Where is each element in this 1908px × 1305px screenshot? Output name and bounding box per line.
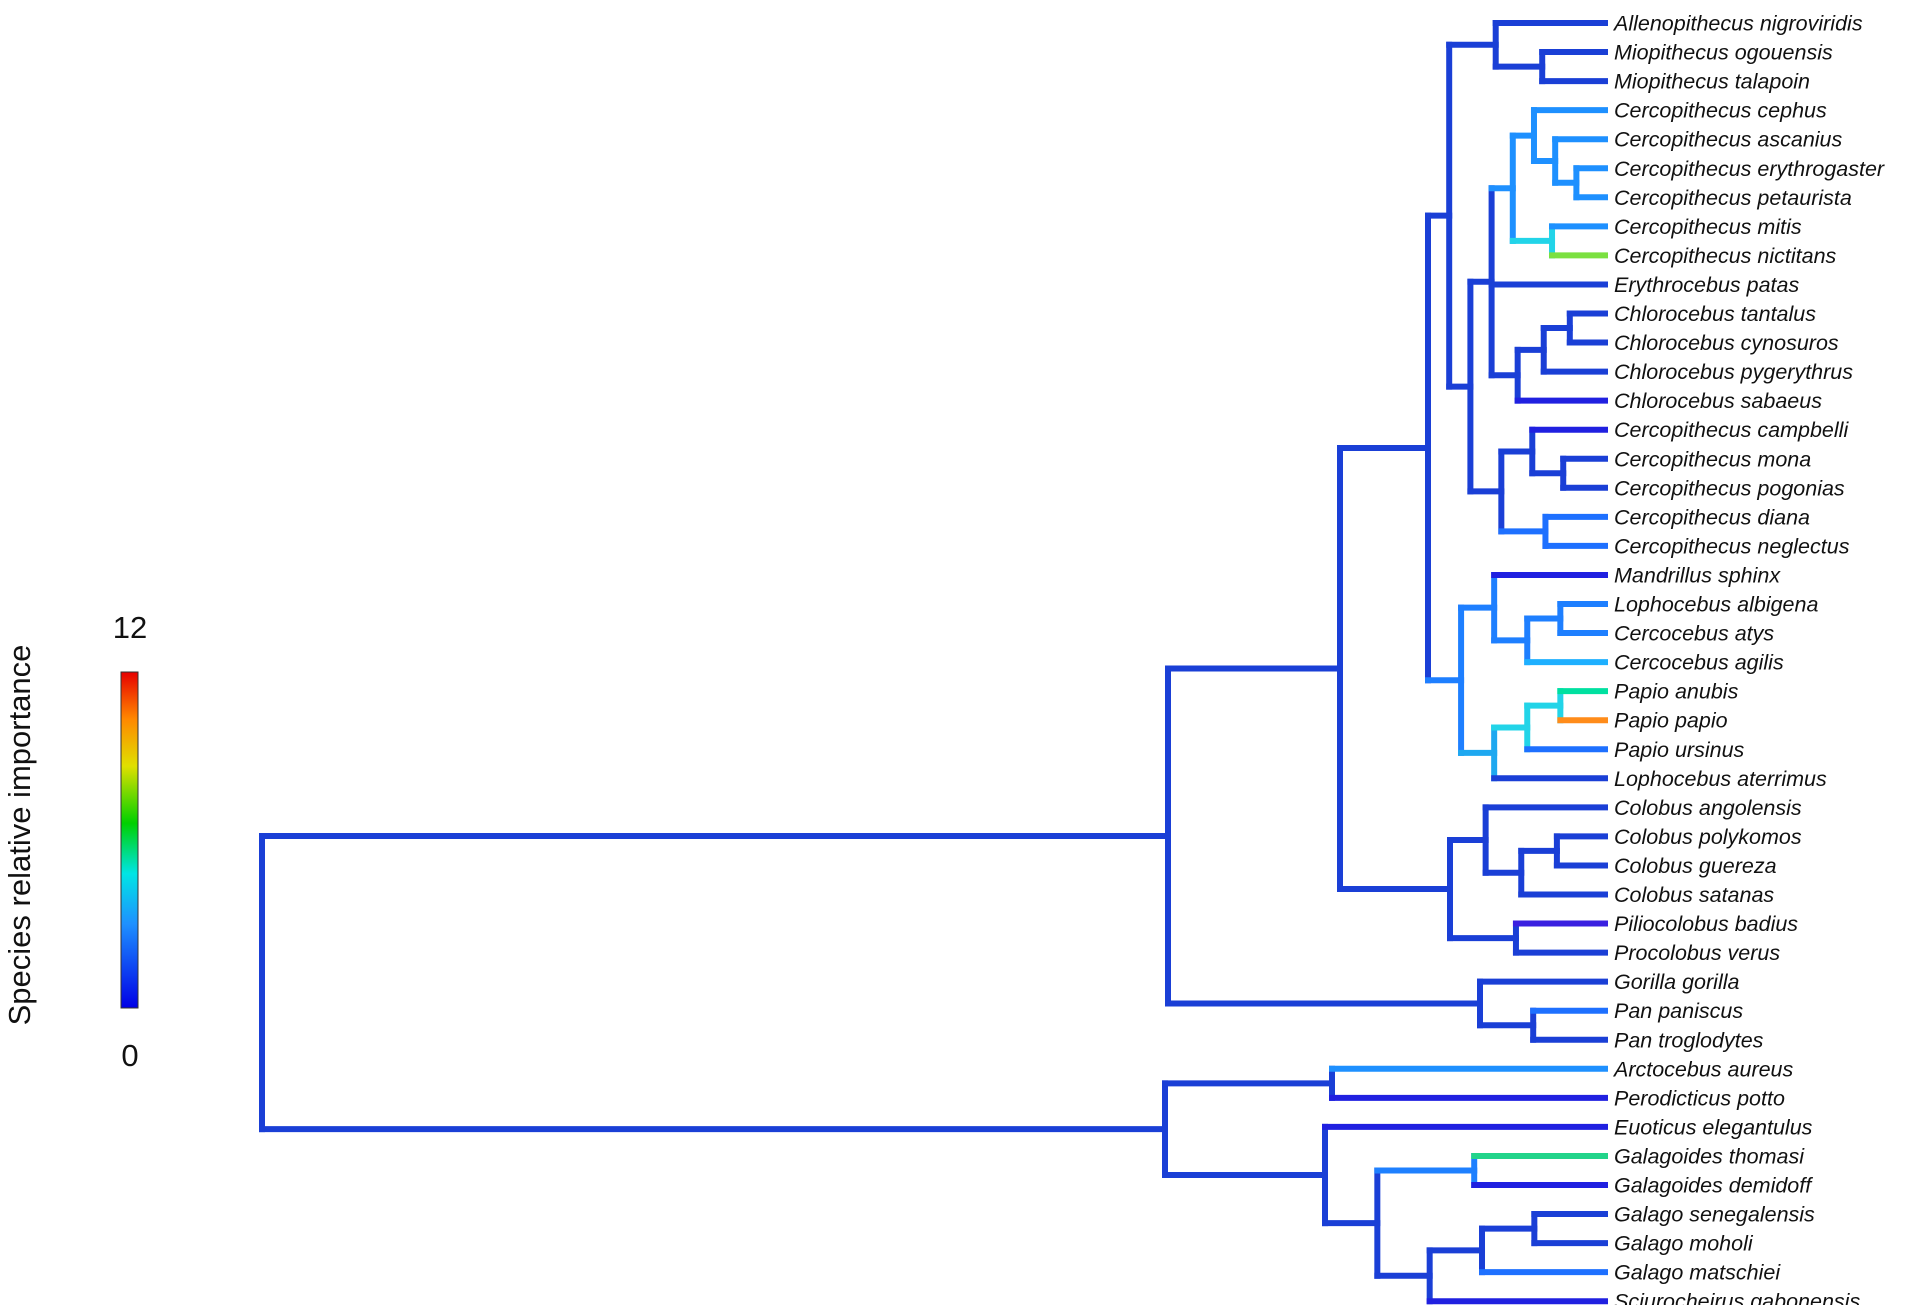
tip-label: Papio papio [1614, 709, 1728, 733]
tip-label: Euoticus elegantulus [1614, 1115, 1813, 1139]
tip-label: Galagoides demidoff [1614, 1174, 1813, 1198]
colorbar-gradient [120, 671, 139, 1009]
tip-label: Pan troglodytes [1614, 1028, 1764, 1052]
tip-label: Arctocebus aureus [1612, 1057, 1794, 1081]
tip-label: Cercopithecus erythrogaster [1614, 157, 1885, 181]
tip-label: Erythrocebus patas [1614, 273, 1799, 297]
tip-label: Chlorocebus pygerythrus [1614, 360, 1853, 384]
tip-label: Cercopithecus campbelli [1614, 418, 1849, 442]
tip-label: Galago matschiei [1614, 1261, 1781, 1285]
tip-label: Cercopithecus mona [1614, 447, 1811, 471]
colorbar-max-label: 12 [113, 610, 147, 645]
tip-label: Allenopithecus nigroviridis [1612, 12, 1863, 36]
tip-label: Chlorocebus cynosuros [1614, 331, 1839, 355]
tip-label: Colobus polykomos [1614, 825, 1802, 849]
tip-label: Miopithecus ogouensis [1614, 41, 1833, 65]
colorbar-title: Species relative importance [2, 645, 37, 1026]
tip-label: Galagoides thomasi [1614, 1144, 1805, 1168]
tip-label: Cercocebus agilis [1614, 651, 1784, 675]
tip-label: Chlorocebus sabaeus [1614, 389, 1822, 413]
tip-label: Papio anubis [1614, 680, 1739, 704]
tip-label: Lophocebus albigena [1614, 593, 1818, 617]
tip-label: Chlorocebus tantalus [1614, 302, 1816, 326]
tip-label: Colobus guereza [1614, 854, 1777, 878]
tip-label: Perodicticus potto [1614, 1086, 1785, 1110]
tip-label: Lophocebus aterrimus [1614, 767, 1827, 791]
tip-label: Cercopithecus ascanius [1614, 128, 1843, 152]
tip-label: Cercopithecus petaurista [1614, 186, 1852, 210]
tip-label: Mandrillus sphinx [1614, 563, 1781, 587]
colorbar-legend: Species relative importance 12 0 [2, 610, 147, 1073]
tip-label: Cercopithecus nictitans [1614, 244, 1837, 268]
tip-label: Procolobus verus [1614, 941, 1780, 965]
tip-label: Sciurocheirus gabonensis [1614, 1290, 1860, 1305]
tip-label: Galago senegalensis [1614, 1203, 1815, 1227]
tip-label: Cercopithecus mitis [1614, 215, 1802, 239]
tip-label: Colobus angolensis [1614, 796, 1802, 820]
tip-label: Cercopithecus pogonias [1614, 476, 1845, 500]
tip-label: Cercocebus atys [1614, 622, 1774, 646]
tip-label: Cercopithecus cephus [1614, 99, 1827, 123]
colorbar-min-label: 0 [121, 1038, 138, 1073]
tip-label: Piliocolobus badius [1614, 912, 1798, 936]
tip-label: Gorilla gorilla [1614, 970, 1740, 994]
tip-label: Miopithecus talapoin [1614, 70, 1810, 94]
tip-label: Galago moholi [1614, 1232, 1754, 1256]
tip-label: Cercopithecus neglectus [1614, 534, 1850, 558]
tip-label: Papio ursinus [1614, 738, 1745, 762]
tip-label: Cercopithecus diana [1614, 505, 1810, 529]
tip-label: Pan paniscus [1614, 999, 1743, 1023]
tree-branches [259, 20, 1608, 1305]
tip-label: Colobus satanas [1614, 883, 1774, 907]
